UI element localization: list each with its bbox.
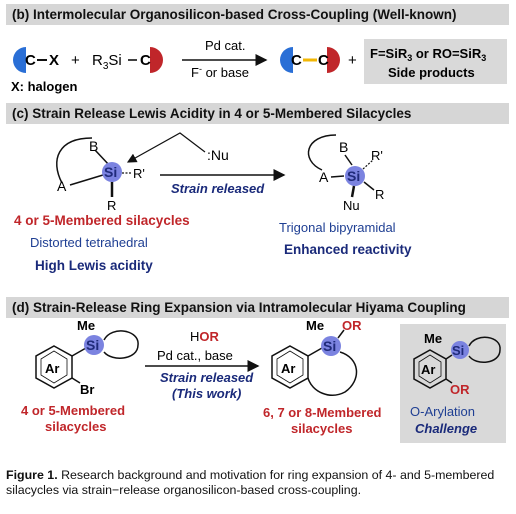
c-right-label-2: Enhanced reactivity <box>284 242 412 257</box>
d-mid-ar-si-bond <box>307 347 323 357</box>
c-atom-r: R <box>107 198 116 213</box>
red-fragment-2 <box>327 47 340 73</box>
d-left-benzene-inner <box>40 350 68 384</box>
section-b-scheme: C X X: halogen + R3Si C Pd cat. F- or ba… <box>11 38 507 94</box>
d-mid-me: Me <box>306 318 324 333</box>
c-prod-rp-bond <box>362 159 374 170</box>
b-halogen-note: X: halogen <box>11 79 78 94</box>
section-c-header: (c) Strain Release Lewis Acidity in 4 or… <box>6 103 509 124</box>
c-ring-arc <box>56 137 93 184</box>
d-reagent-2: Pd cat., base <box>157 348 233 363</box>
c-left-label-1: 4 or 5-Membered silacycles <box>14 213 190 228</box>
side-products-line2: Side products <box>388 65 475 80</box>
d-left-label-1: 4 or 5-Membered <box>21 403 125 418</box>
caption-text: Research background and motivation for r… <box>6 468 495 497</box>
c-prod-atom-a: A <box>319 169 329 185</box>
d-box-benzene-inner <box>418 354 442 384</box>
d-box-ar: Ar <box>421 362 435 377</box>
c-prod-r-bond <box>363 181 375 191</box>
c-prod-atom-si: Si <box>347 168 360 184</box>
d-mid-si-circle <box>321 336 341 356</box>
d-box-si-circle <box>451 341 469 359</box>
d-challenge-box <box>400 324 506 443</box>
d-box-label-2: Challenge <box>415 421 477 436</box>
d-left-si-circle <box>84 335 104 355</box>
d-box-label-1: O-Arylation <box>410 404 475 419</box>
d-mid-label-1: 6, 7 or 8-Membered <box>263 405 382 420</box>
d-reagent-3: Strain released <box>160 370 254 385</box>
d-mid-label-2: silacycles <box>291 421 352 436</box>
b-arrow-top-label: Pd cat. <box>205 38 245 53</box>
c-nu-attack-arrow <box>126 132 206 163</box>
red-fragment-1 <box>150 47 163 73</box>
d-mid-ar: Ar <box>281 361 295 376</box>
b-c-atom: C <box>25 52 36 69</box>
b-x-atom: X <box>49 52 59 69</box>
d-box-ar-si-bond <box>445 354 453 360</box>
caption-label: Figure 1. <box>6 468 58 482</box>
c-prod-nu-bond <box>350 185 356 198</box>
d-left-me: Me <box>77 318 95 333</box>
d-mid-si: Si <box>323 338 336 354</box>
c-prod-bond-b <box>344 154 353 166</box>
b-r3si-label: R3Si <box>92 52 122 72</box>
d-reagent-1: HOR <box>190 329 220 344</box>
section-b-header: (b) Intermolecular Organosilicon-based C… <box>6 4 509 25</box>
c-prod-atom-rp: R' <box>371 148 383 163</box>
c-prod-ring-arc <box>307 134 337 171</box>
d-left-si: Si <box>86 337 99 353</box>
c-prod-nu: Nu <box>343 198 360 213</box>
c-arrow-label: Strain released <box>171 181 265 196</box>
d-box-silacycle <box>468 336 501 363</box>
d-left-label-2: silacycles <box>45 419 106 434</box>
d-left-silacycle <box>103 330 139 359</box>
d-left-ar-si-bond <box>71 347 87 357</box>
d-box-me: Me <box>424 331 442 346</box>
d-box-or-bond <box>445 378 453 384</box>
c-left-label-3: High Lewis acidity <box>35 258 153 273</box>
d-left-ar: Ar <box>45 361 59 376</box>
section-d-scheme: Ar Si Me Br 4 or 5-Membered silacycles H… <box>21 318 506 443</box>
c-left-label-2: Distorted tetrahedral <box>30 235 148 250</box>
figure-caption: Figure 1. Research background and motiva… <box>6 468 511 498</box>
c-right-label-1: Trigonal bipyramidal <box>279 220 396 235</box>
side-products-box <box>364 39 507 84</box>
d-left-br-bond <box>71 377 81 384</box>
d-mid-benzene-inner <box>276 350 304 384</box>
blue-fragment-2 <box>280 47 293 73</box>
c-si-circle <box>102 162 122 182</box>
b-arrow-bottom-label: F- or base <box>191 64 249 80</box>
d-mid-ring <box>307 351 358 396</box>
c-prod-si-circle <box>345 166 365 186</box>
c-prod-atom-b: B <box>339 139 348 155</box>
b-plus-1: + <box>71 52 80 69</box>
b-product-c2: C <box>318 52 329 69</box>
d-left-br: Br <box>80 382 94 397</box>
section-d-header: (d) Strain-Release Ring Expansion via In… <box>6 297 509 318</box>
side-products-line1: F=SiR3 or RO=SiR3 <box>370 46 486 63</box>
d-box-si: Si <box>452 343 464 358</box>
d-mid-or: OR <box>342 318 362 333</box>
c-atom-b: B <box>89 138 98 154</box>
b-product-c1: C <box>291 52 302 69</box>
c-atom-rp: R' <box>133 166 145 181</box>
section-c-scheme: B A Si R R' :Nu Strain released 4 or 5-M… <box>14 132 412 273</box>
d-reagent-4: (This work) <box>172 386 241 401</box>
b-plus-2: + <box>348 52 357 69</box>
c-nu: :Nu <box>207 147 229 163</box>
b-c-atom-red: C <box>140 52 151 69</box>
d-box-or: OR <box>450 382 470 397</box>
c-ring-bond-a <box>69 174 104 186</box>
c-atom-si: Si <box>104 164 117 180</box>
c-prod-atom-r: R <box>375 187 384 202</box>
d-mid-si-or-bond <box>337 329 345 339</box>
blue-fragment-1 <box>13 47 26 73</box>
c-prod-bond-a <box>330 175 345 178</box>
c-atom-a: A <box>57 178 67 194</box>
